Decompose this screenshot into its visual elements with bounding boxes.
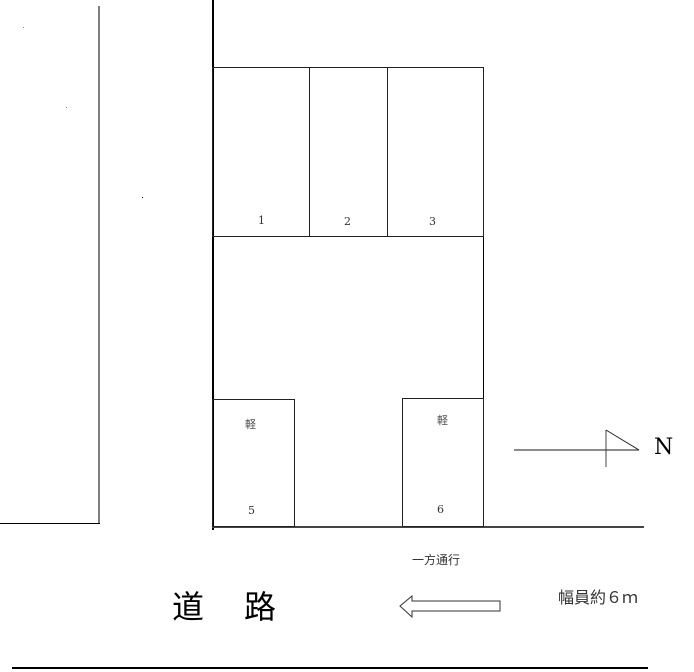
left-boundary-line <box>98 6 100 524</box>
space-number: 5 <box>248 504 255 517</box>
kei-car-label: 軽 <box>245 418 256 431</box>
left-bottom-boundary-line <box>0 523 100 524</box>
stray-dot <box>23 27 24 28</box>
space-number: 1 <box>258 214 265 227</box>
road-edge-line <box>212 526 644 528</box>
far-road-edge-line <box>12 667 648 669</box>
one-way-arrow-icon <box>399 594 501 619</box>
parking-space-5[interactable]: 軽 5 <box>212 399 295 527</box>
north-arrow-icon <box>514 429 640 467</box>
north-label: N <box>654 435 674 460</box>
space-number: 3 <box>429 215 436 228</box>
parking-space-2[interactable]: 2 <box>309 67 388 237</box>
parking-space-1[interactable]: 1 <box>212 67 310 237</box>
space-number: 2 <box>344 215 351 228</box>
kei-car-label: 軽 <box>437 414 448 427</box>
road-width-label: 幅員約６ｍ <box>558 588 639 607</box>
road-label: 道路 <box>172 588 317 626</box>
parking-space-6[interactable]: 軽 6 <box>402 398 484 527</box>
one-way-label: 一方通行 <box>412 553 461 567</box>
space-number: 6 <box>437 503 444 516</box>
stray-dot <box>142 197 143 198</box>
stray-dot <box>66 107 67 108</box>
lot-right-boundary <box>483 67 484 527</box>
parking-space-3[interactable]: 3 <box>387 67 484 237</box>
lot-left-boundary <box>212 0 214 530</box>
